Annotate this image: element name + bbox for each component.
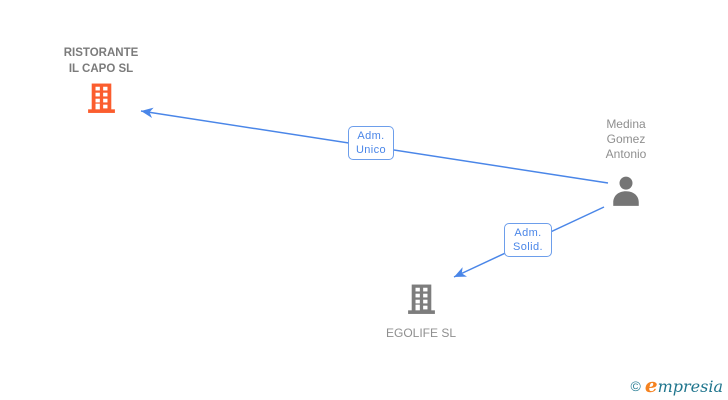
person-name-line3: Antonio [605,147,647,161]
relationship-label-line1: Adm. [357,130,385,142]
company-name-line1: RISTORANTE [63,47,139,59]
company-sub-name: EGOLIFE SL [385,326,457,340]
relationship-label-adm-solid: Adm. Solid. [504,223,552,257]
building-icon-gray[interactable] [405,283,438,321]
person-name-line1: Medina [606,117,646,131]
brand-rest: mpresia [657,377,723,396]
relationship-label-adm-unico: Adm. Unico [348,126,394,160]
brand-initial: e [644,373,658,397]
relationship-label-line2: Solid. [513,241,543,253]
node-person-medina-gomez-antonio[interactable]: Medina Gomez Antonio [576,117,676,213]
person-name-line2: Gomez [606,132,646,146]
relationship-label-line1: Adm. [514,227,542,239]
copyright-icon: © [630,378,641,394]
company-name-line2: IL CAPO SL [68,63,134,75]
node-company-ristorante-il-capo[interactable]: RISTORANTE IL CAPO SL [31,45,171,120]
person-icon[interactable] [609,174,643,213]
building-icon-orange[interactable] [85,82,118,120]
empresia-watermark: ©empresia [631,373,723,397]
relationship-label-line2: Unico [355,144,387,156]
node-company-egolife[interactable]: EGOLIFE SL [351,283,491,341]
